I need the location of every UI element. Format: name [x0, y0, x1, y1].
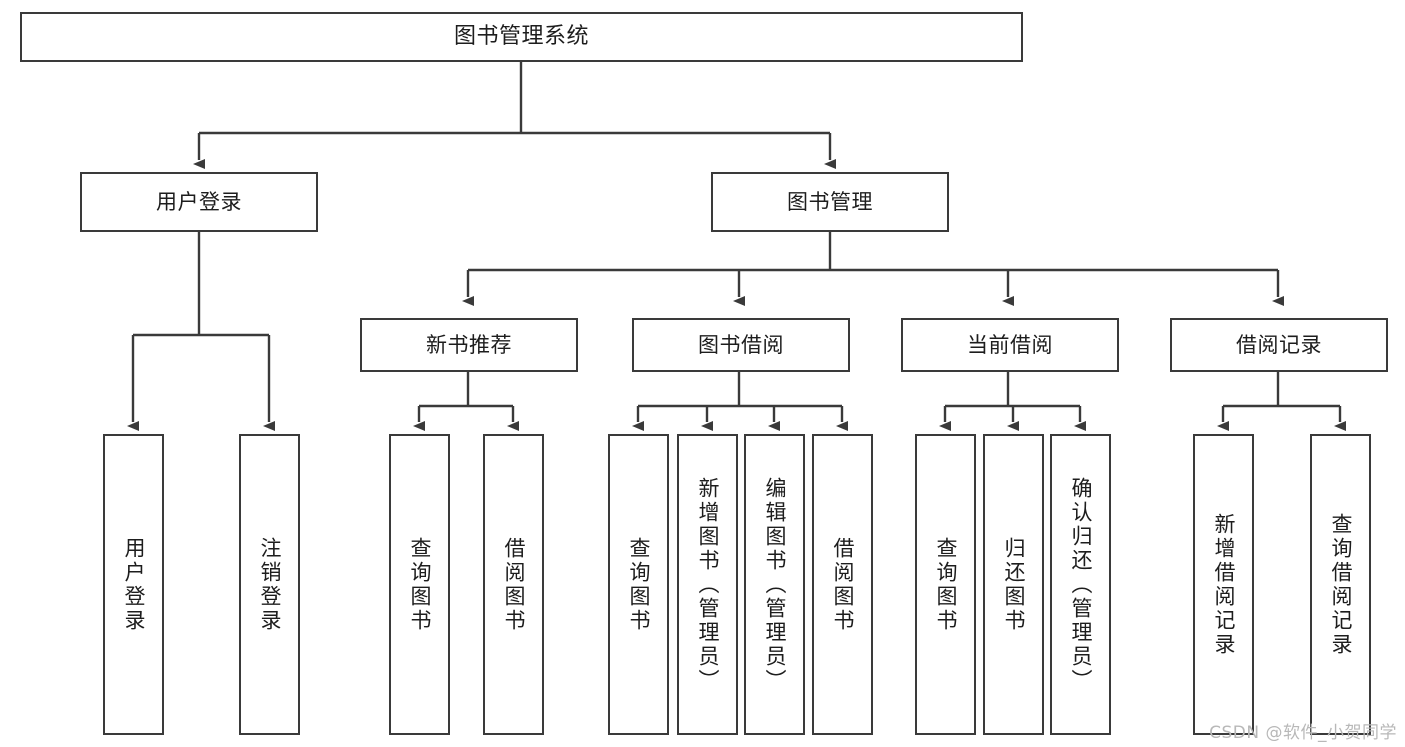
node-label: 用户登录 — [156, 189, 242, 214]
leaf-book-borrow-query-book[interactable]: 查询图书 — [608, 434, 669, 735]
leaf-book-borrow-edit-book-admin[interactable]: 编辑图书（管理员） — [744, 434, 805, 735]
node-label: 借阅记录 — [1236, 332, 1322, 357]
node-label: 编辑图书（管理员） — [763, 476, 787, 693]
node-label: 新增借阅记录 — [1212, 512, 1236, 657]
leaf-book-borrow-add-book-admin[interactable]: 新增图书（管理员） — [677, 434, 738, 735]
node-label: 注销登录 — [258, 536, 282, 633]
leaf-current-borrow-query-book[interactable]: 查询图书 — [915, 434, 976, 735]
node-label: 归还图书 — [1002, 536, 1026, 633]
node-root-system[interactable]: 图书管理系统 — [20, 12, 1023, 62]
leaf-current-borrow-confirm-return-admin[interactable]: 确认归还（管理员） — [1050, 434, 1111, 735]
leaf-book-borrow-borrow-book[interactable]: 借阅图书 — [812, 434, 873, 735]
leaf-new-book-query-book[interactable]: 查询图书 — [389, 434, 450, 735]
node-book-management[interactable]: 图书管理 — [711, 172, 949, 232]
node-label: 借阅图书 — [502, 536, 526, 633]
node-label: 借阅图书 — [831, 536, 855, 633]
leaf-user-login-logout[interactable]: 注销登录 — [239, 434, 300, 735]
csdn-watermark: CSDN @软件_小贺同学 — [1209, 723, 1397, 743]
node-book-borrow[interactable]: 图书借阅 — [632, 318, 850, 372]
node-label: 图书管理系统 — [453, 24, 589, 50]
node-label: 图书借阅 — [698, 332, 784, 357]
node-borrow-record[interactable]: 借阅记录 — [1170, 318, 1388, 372]
node-new-book-recommend[interactable]: 新书推荐 — [360, 318, 578, 372]
leaf-borrow-record-query-record[interactable]: 查询借阅记录 — [1310, 434, 1371, 735]
leaf-current-borrow-return-book[interactable]: 归还图书 — [983, 434, 1044, 735]
node-label: 新增图书（管理员） — [696, 476, 720, 693]
node-label: 确认归还（管理员） — [1069, 476, 1093, 693]
node-label: 用户登录 — [122, 536, 146, 633]
leaf-borrow-record-add-record[interactable]: 新增借阅记录 — [1193, 434, 1254, 735]
node-label: 查询借阅记录 — [1329, 512, 1353, 657]
node-label: 查询图书 — [934, 536, 958, 633]
leaf-user-login-login[interactable]: 用户登录 — [103, 434, 164, 735]
node-label: 当前借阅 — [967, 332, 1053, 357]
node-label: 查询图书 — [408, 536, 432, 633]
node-current-borrow[interactable]: 当前借阅 — [901, 318, 1119, 372]
leaf-new-book-borrow-book[interactable]: 借阅图书 — [483, 434, 544, 735]
node-user-login[interactable]: 用户登录 — [80, 172, 318, 232]
node-label: 查询图书 — [627, 536, 651, 633]
node-label: 新书推荐 — [426, 332, 512, 357]
node-label: 图书管理 — [787, 189, 873, 214]
